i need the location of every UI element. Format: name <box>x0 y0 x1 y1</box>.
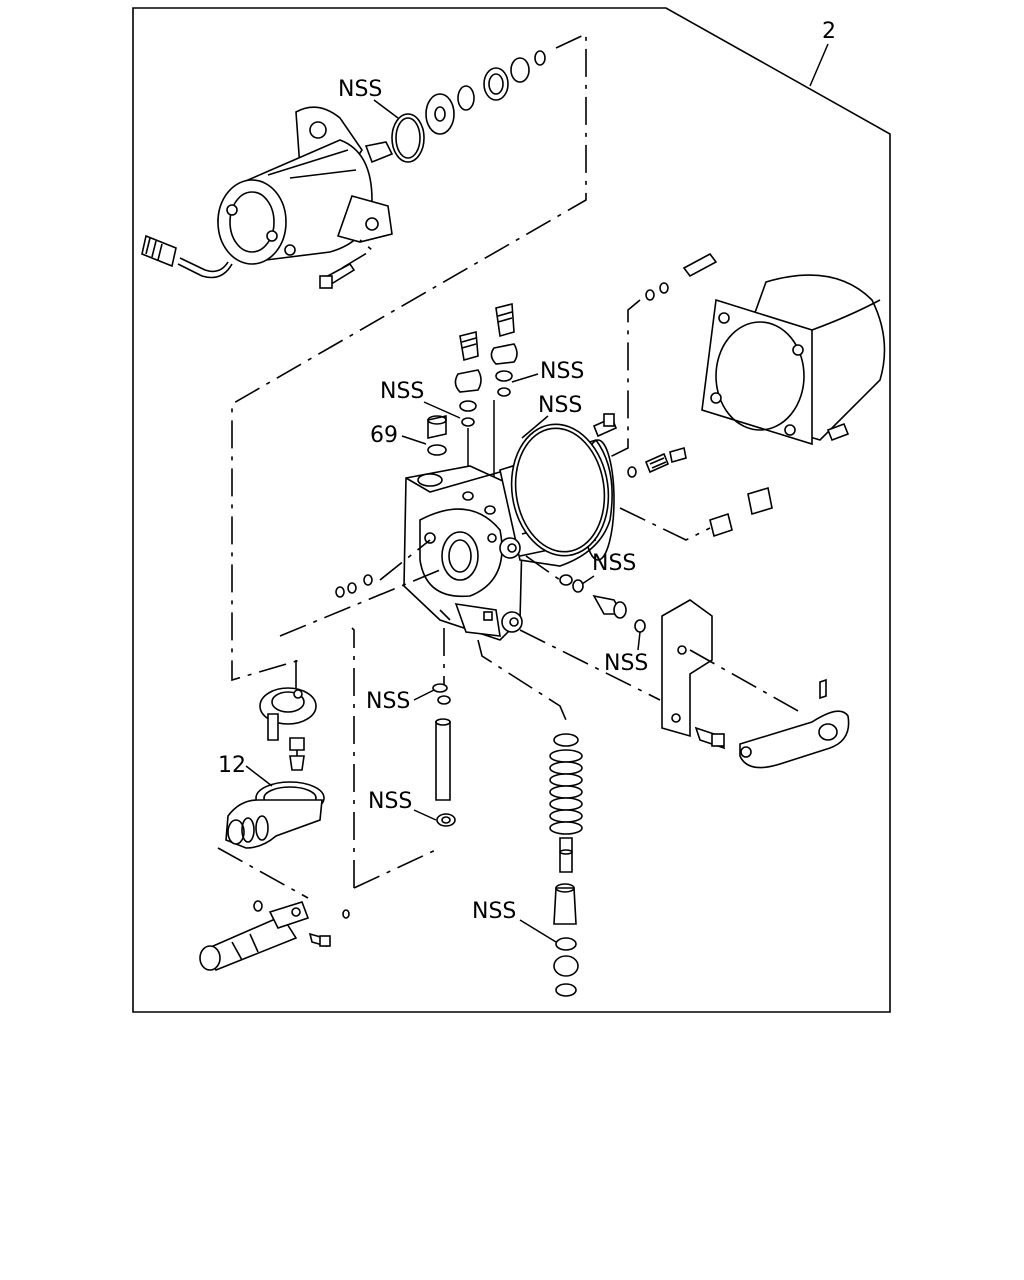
motor-clip <box>534 50 546 66</box>
drain-plug <box>427 415 447 456</box>
bleeder-fitting-right <box>490 302 518 397</box>
motor-cover <box>701 274 886 446</box>
housing-oring <box>510 423 610 557</box>
leader-nss-motor-oring <box>373 99 399 119</box>
callout-assembly-leader <box>809 43 829 87</box>
alignment-line-motor-housing <box>231 32 587 682</box>
leader-nss-shaft-seal <box>413 809 437 821</box>
leader-nss-housing-oring <box>521 415 549 439</box>
callout-nss-motor-oring: NSS <box>338 77 382 102</box>
leader-nss-shaft-oring <box>413 689 435 701</box>
callout-assembly-number: 2 <box>822 19 836 44</box>
callout-plug: 69 <box>370 423 398 448</box>
end-cap <box>553 955 579 977</box>
side-spring-pins <box>627 446 687 478</box>
leader-nss-plunger-ring <box>519 919 557 943</box>
callout-nss-left-washer: NSS <box>380 379 424 404</box>
leader-boot <box>245 765 273 787</box>
side-seal-set <box>559 574 584 593</box>
motor-bearing <box>483 67 509 101</box>
push-rod <box>435 718 451 801</box>
leader-side-seal <box>525 555 561 581</box>
leader-nss-bracket-washer <box>637 631 641 651</box>
callout-boot: 12 <box>218 753 246 778</box>
push-rod-seal <box>436 813 456 827</box>
motor-oring <box>391 113 425 163</box>
callout-nss-bracket-washer: NSS <box>604 651 648 676</box>
callout-nss-housing-oring: NSS <box>538 393 582 418</box>
plunger-seal-ring <box>555 937 577 951</box>
leader-nss-side-seal <box>581 575 595 585</box>
guide-pin-upper <box>645 252 718 301</box>
return-spring <box>549 749 583 835</box>
leader-housing-bottom <box>439 609 451 621</box>
leader-motor-bolt <box>341 239 374 269</box>
callout-nss-plunger-ring: NSS <box>472 899 516 924</box>
actuator-pin <box>308 909 350 948</box>
leader-side-pin <box>619 507 711 541</box>
leader-nss-left-washer <box>423 401 461 419</box>
leader-actuator-upper <box>353 847 441 889</box>
leader-boot-actuator <box>217 847 309 899</box>
retaining-clip <box>553 733 579 747</box>
release-lever <box>739 678 850 769</box>
leader-nss-right-washer <box>511 373 539 383</box>
leader-plug <box>401 435 427 445</box>
guide-pin-right <box>592 594 627 619</box>
leader-actuator-main <box>351 627 355 888</box>
cover-screw <box>826 422 850 442</box>
callout-nss-side-seal: NSS <box>592 551 636 576</box>
actuator-rod <box>199 900 310 971</box>
frame-border <box>132 7 891 1013</box>
plunger <box>553 883 577 925</box>
spring-guide-pin <box>559 837 573 873</box>
snap-ring <box>555 983 577 997</box>
leader-bracket-housing <box>519 629 661 701</box>
callout-nss-shaft-oring: NSS <box>366 689 410 714</box>
motor-washer <box>425 93 455 135</box>
motor-wire-connector <box>141 234 233 279</box>
bleeder-fitting-left <box>454 330 482 427</box>
leader-housing-left-diag <box>279 569 441 637</box>
leader-left-pins <box>379 539 431 581</box>
motor-mount-bolt <box>319 262 356 289</box>
mounting-bracket <box>634 599 713 738</box>
motor-assembly <box>217 106 394 265</box>
side-pin-sleeve <box>709 486 773 538</box>
leader-upper-pin <box>607 299 641 459</box>
leader-spring <box>477 639 567 721</box>
housing-cap-screw <box>592 413 618 438</box>
valve-mount-cap <box>259 687 317 771</box>
dust-boot <box>225 781 325 849</box>
callout-nss-shaft-seal: NSS <box>368 789 412 814</box>
leader-lever <box>689 649 801 713</box>
motor-spacer <box>457 85 475 111</box>
shaft-seal-washers <box>432 683 451 705</box>
left-plunger-pins <box>335 574 373 598</box>
motor-front-parts <box>391 50 546 163</box>
motor-thrust-washer <box>510 57 530 83</box>
bracket-bolt <box>694 726 726 750</box>
callout-nss-right-washer: NSS <box>540 359 584 384</box>
